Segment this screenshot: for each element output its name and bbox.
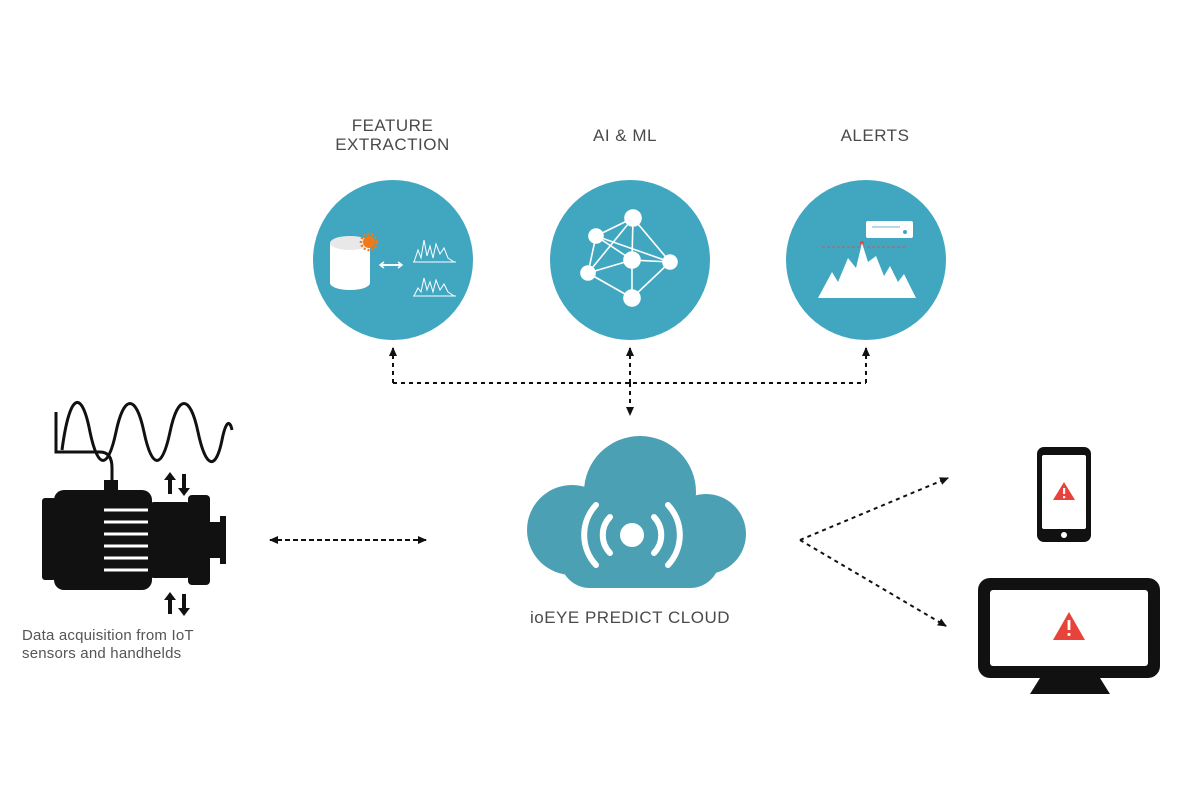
cloud-signal-icon: [527, 436, 746, 588]
connector-cloud-to-devices: [799, 477, 949, 627]
monitor-alert-icon: [978, 578, 1160, 694]
ai-ml-label: AI & ML: [593, 126, 657, 145]
mountain-alert-icon: [818, 221, 916, 298]
data-acquisition-label: Data acquisition from IoT sensors and ha…: [22, 627, 194, 662]
alerts-node: [786, 180, 946, 340]
database-gear-icon: [330, 232, 456, 297]
ai-ml-node: [550, 180, 710, 340]
connector-circles-to-cloud: [389, 347, 870, 416]
motor-icon: [42, 400, 234, 616]
phone-alert-icon: [1037, 447, 1091, 542]
neural-network-icon: [580, 209, 678, 307]
feature-extraction-node: [313, 180, 473, 340]
feature-extraction-label: FEATURE EXTRACTION: [335, 116, 450, 154]
cloud-label: ioEYE PREDICT CLOUD: [529, 608, 730, 627]
alerts-label: ALERTS: [840, 126, 910, 145]
